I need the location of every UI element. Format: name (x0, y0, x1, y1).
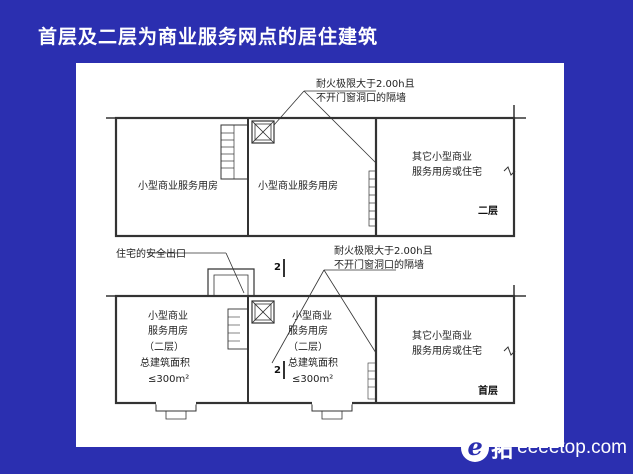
upper-annotation-line1: 耐火极限大于2.00h且 (316, 77, 415, 90)
slide-title: 首层及二层为商业服务网点的居住建筑 (38, 26, 379, 48)
lower-floor-plan (106, 252, 526, 420)
upper-room-mid-label: 小型商业服务用房 (258, 179, 338, 192)
upper-floor-label: 二层 (478, 205, 498, 217)
mid-unit-line5: ≤300m² (292, 374, 333, 385)
upper-room-right-line1: 其它小型商业 (412, 150, 472, 163)
floor-plan-panel: 耐火极限大于2.00h且 不开门窗洞口的隔墙 小型商业服务用房 小型商业服务用房… (76, 63, 564, 447)
lower-entrance-vestibule (207, 268, 255, 296)
lower-entrance-left (155, 403, 197, 412)
lower-room-right-line1: 其它小型商业 (412, 329, 472, 342)
watermark-logo: e 拓 eeeetop.com (461, 432, 627, 464)
lower-annotation-line1: 耐火极限大于2.00h且 (334, 244, 433, 257)
upper-leader-2 (303, 90, 377, 164)
mid-unit-line3: （二层） (288, 341, 328, 353)
lower-entrance-mid (311, 403, 353, 412)
left-unit-line4: 总建筑面积 (140, 356, 190, 369)
lower-left-unit-text: 小型商业 服务用房 （二层） 总建筑面积 ≤300m² (140, 309, 190, 385)
upper-room-right-line2: 服务用房或住宅 (412, 165, 482, 178)
upper-outer-wall (114, 116, 516, 238)
upper-annotation-line2: 不开门窗洞口的隔墙 (316, 91, 406, 104)
mid-unit-line2: 服务用房 (288, 324, 328, 337)
watermark-url: eeeetop.com (517, 437, 627, 458)
watermark-e-icon: e (461, 434, 490, 462)
lower-floor-label: 首层 (478, 384, 498, 397)
upper-break-mark (503, 166, 516, 176)
section-label-bottom: 2 (274, 365, 281, 376)
upper-leader-1 (273, 90, 305, 126)
section-label-top: 2 (274, 262, 281, 273)
left-unit-line1: 小型商业 (148, 309, 188, 322)
floor-plan-diagram: 耐火极限大于2.00h且 不开门窗洞口的隔墙 小型商业服务用房 小型商业服务用房… (106, 77, 526, 420)
lower-stair (227, 308, 249, 350)
left-unit-line5: ≤300m² (148, 374, 189, 385)
left-unit-line2: 服务用房 (148, 324, 188, 337)
lower-leader-2 (323, 269, 377, 354)
upper-stair (220, 124, 249, 180)
lower-room-right-line2: 服务用房或住宅 (412, 344, 482, 357)
upper-floor-plan (106, 90, 526, 238)
exit-label: 住宅的安全出口 (116, 247, 186, 260)
lower-annotation-line2: 不开门窗洞口的隔墙 (334, 258, 424, 271)
upper-room-left-label: 小型商业服务用房 (138, 179, 218, 192)
mid-unit-line1: 小型商业 (292, 309, 332, 322)
lower-mid-unit-text: 小型商业 服务用房 （二层） 总建筑面积 ≤300m² (288, 309, 338, 385)
lower-break-mark (503, 346, 516, 356)
left-unit-line3: （二层） (144, 341, 184, 353)
mid-unit-line4: 总建筑面积 (288, 356, 338, 369)
exit-leader (225, 252, 245, 294)
upper-elevator (251, 120, 275, 144)
lower-elevator (251, 300, 275, 324)
lower-leader-1 (271, 269, 325, 364)
watermark-logo-text: 拓 (491, 438, 514, 463)
